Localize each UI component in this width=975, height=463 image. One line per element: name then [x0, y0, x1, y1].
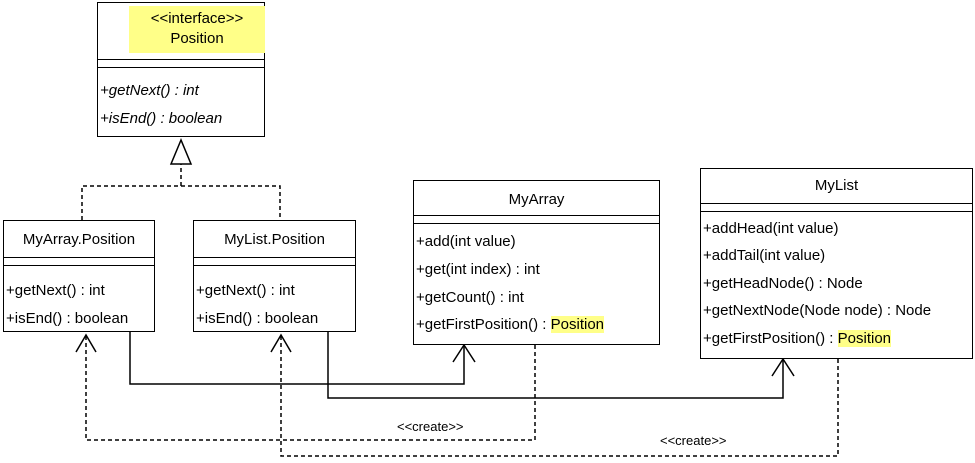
mylist-class[interactable]: MyList +addHead(int value) +addTail(int … [700, 168, 973, 359]
return-type-position: Position [837, 330, 892, 347]
method-isend: +isEnd() : boolean [100, 110, 223, 127]
association-lines [129, 332, 795, 399]
divider [98, 67, 264, 68]
divider [414, 223, 659, 224]
class-name: MyList [814, 177, 859, 194]
return-type-position: Position [550, 316, 605, 333]
method-isend: +isEnd() : boolean [196, 310, 319, 327]
method-getnextnode: +getNextNode(Node node) : Node [703, 302, 932, 319]
create-arrowheads [75, 333, 292, 353]
method-add: +add(int value) [416, 233, 516, 250]
class-name: MyArray [508, 191, 565, 208]
method-getnext: +getNext() : int [196, 282, 295, 299]
divider [701, 211, 972, 212]
create-label: <<create>> [660, 433, 727, 448]
interface-name: Position [170, 30, 224, 47]
divider [4, 265, 154, 266]
method-getfirstposition: +getFirstPosition() : Position [416, 316, 605, 333]
divider [4, 257, 154, 258]
method-signature: +getFirstPosition() : [703, 330, 838, 347]
method-isend: +isEnd() : boolean [6, 310, 129, 327]
interface-header: <<interface>> Position [129, 6, 265, 53]
method-getnext: +getNext() : int [6, 282, 105, 299]
interface-position-class[interactable]: <<interface>> Position +getNext() : int … [97, 2, 265, 137]
myarray-class[interactable]: MyArray +add(int value) +get(int index) … [413, 180, 660, 345]
divider [701, 203, 972, 204]
method-addtail: +addTail(int value) [703, 247, 826, 264]
divider [414, 215, 659, 216]
divider [98, 59, 264, 60]
method-signature: +getFirstPosition() : [416, 316, 551, 333]
class-name: MyList.Position [224, 231, 325, 248]
mylist-position-class[interactable]: MyList.Position +getNext() : int +isEnd(… [193, 220, 356, 332]
stereotype-label: <<interface>> [150, 10, 244, 27]
method-getheadnode: +getHeadNode() : Node [703, 275, 863, 292]
realization-lines [81, 164, 281, 220]
realization-arrowhead [169, 138, 193, 165]
method-get: +get(int index) : int [416, 261, 540, 278]
method-getfirstposition: +getFirstPosition() : Position [703, 330, 892, 347]
create-label: <<create>> [397, 419, 464, 434]
method-getcount: +getCount() : int [416, 289, 524, 306]
class-name: MyArray.Position [22, 231, 136, 248]
myarray-position-class[interactable]: MyArray.Position +getNext() : int +isEnd… [3, 220, 155, 332]
create-dependency-lines [85, 336, 839, 457]
method-addhead: +addHead(int value) [703, 220, 839, 237]
divider [194, 257, 355, 258]
method-getnext: +getNext() : int [100, 82, 199, 99]
divider [194, 265, 355, 266]
